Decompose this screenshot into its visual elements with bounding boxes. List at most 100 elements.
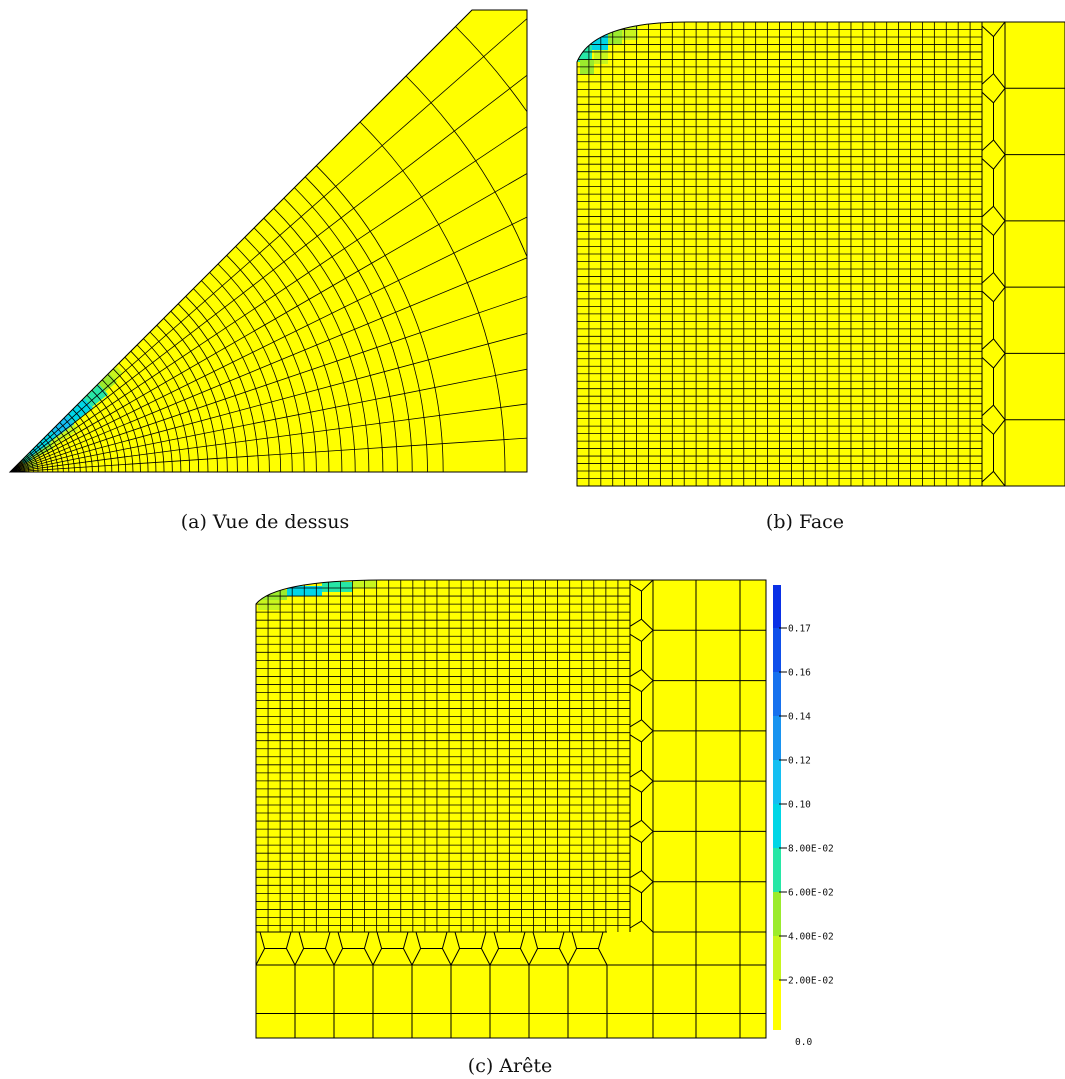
panel-c-mesh: [255, 579, 767, 1039]
transition-line: [993, 139, 1006, 155]
arc-line-a: [26, 455, 34, 472]
transition-line: [993, 22, 1006, 37]
arc-line-a: [304, 176, 428, 472]
transition-line: [324, 948, 335, 966]
color-scale-label: 0.17: [788, 624, 811, 635]
color-scale-label: 8.00E-02: [788, 844, 834, 855]
color-scale-band: [773, 892, 781, 936]
mesh-a-content: [10, 10, 527, 472]
arc-line-a: [124, 356, 173, 472]
radial-line-a: [10, 380, 527, 472]
transition-wedge: [259, 931, 292, 949]
arc-line-a: [170, 310, 238, 472]
transition-line: [993, 205, 1006, 222]
arc-line-a: [118, 362, 165, 472]
mesh-content: [256, 580, 766, 1038]
radial-line-a: [10, 10, 527, 472]
transition-line: [641, 719, 654, 732]
transition-wedge: [629, 583, 642, 627]
transition-line: [333, 948, 344, 966]
arc-line-a: [143, 338, 200, 472]
transition-wedge: [981, 158, 994, 218]
transition-line: [641, 769, 654, 782]
transition-wedge: [629, 784, 642, 828]
arc-line-a: [163, 318, 228, 472]
arc-line-a: [112, 368, 157, 472]
arc-line-a: [455, 26, 527, 472]
color-scale-band: [773, 628, 781, 672]
transition-wedge: [454, 931, 487, 949]
transition-line: [294, 948, 305, 966]
transition-line: [641, 629, 654, 642]
arc-line-a: [130, 350, 182, 472]
color-scale-label: 2.00E-02: [788, 976, 834, 987]
radial-line-a: [10, 335, 527, 472]
arc-line-a: [273, 208, 384, 472]
color-scale-band: [773, 936, 781, 980]
transition-wedge: [376, 931, 409, 949]
stress-cell-a: [28, 443, 43, 457]
transition-line: [993, 338, 1006, 354]
arc-line-a: [51, 430, 70, 472]
stress-cell-a: [31, 442, 54, 460]
arc-line-a: [63, 417, 87, 472]
radial-line-a: [10, 246, 527, 472]
transition-line: [641, 870, 654, 883]
arc-line-a: [149, 331, 209, 472]
color-scale-band: [773, 585, 781, 628]
arc-line-a: [36, 445, 49, 472]
transition-wedge: [629, 835, 642, 879]
color-scale-band: [773, 980, 781, 1030]
arc-line-a: [96, 384, 134, 472]
transition-line: [641, 881, 654, 894]
transition-line: [528, 948, 539, 966]
transition-line: [450, 948, 461, 966]
color-scale-label: 0.14: [788, 712, 811, 723]
transition-line: [993, 154, 1006, 170]
arc-line-a: [283, 197, 398, 472]
transition-line: [641, 920, 654, 933]
transition-line: [363, 948, 374, 966]
transition-line: [641, 680, 654, 692]
radial-line-a: [10, 45, 527, 472]
transition-line: [402, 948, 413, 966]
arc-line-a: [193, 288, 270, 472]
caption-a: (a) Vue de dessus: [181, 511, 350, 533]
transition-line: [256, 948, 266, 966]
arc-line-a: [101, 379, 141, 472]
arc-line-a: [156, 324, 218, 472]
color-scale-label: 6.00E-02: [788, 888, 834, 899]
arc-line-a: [177, 303, 249, 472]
arc-line-a: [86, 394, 120, 472]
transition-line: [372, 948, 383, 966]
transition-line: [993, 404, 1006, 421]
arc-line-a: [235, 246, 330, 472]
transition-line: [411, 948, 422, 966]
arc-line-a: [217, 263, 305, 472]
transition-line: [993, 87, 1006, 104]
transition-line: [597, 948, 608, 966]
color-scale-band: [773, 716, 781, 760]
mesh-outline: [576, 21, 1065, 487]
caption-b: (b) Face: [766, 511, 844, 533]
transition-line: [641, 618, 654, 631]
mesh-a-domain: [10, 10, 527, 472]
color-scale-label: 0.10: [788, 800, 811, 811]
transition-line: [993, 220, 1006, 236]
arc-line-a: [201, 280, 282, 472]
transition-line: [641, 730, 654, 743]
transition-line: [641, 669, 654, 681]
arc-line-a: [226, 255, 317, 472]
arc-line-a: [316, 165, 444, 472]
arc-line-a: [244, 237, 343, 472]
transition-wedge: [981, 290, 994, 350]
arc-line-a: [107, 374, 149, 472]
arc-line-a: [72, 409, 100, 472]
transition-wedge: [981, 224, 994, 284]
arc-line-a: [32, 448, 44, 472]
transition-line: [993, 353, 1006, 369]
arc-line-a: [29, 451, 39, 472]
arc-line-a: [253, 227, 356, 472]
color-scale-band: [773, 760, 781, 804]
